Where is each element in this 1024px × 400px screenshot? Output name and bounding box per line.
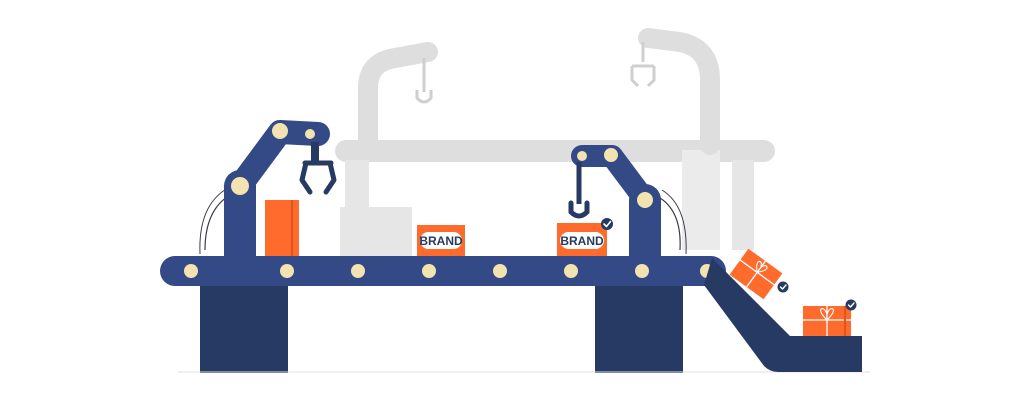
gift-bow — [820, 308, 834, 321]
slide-ramp — [704, 258, 862, 372]
ghost-wrench-icon — [415, 90, 433, 104]
arm-left-joint-tip — [305, 129, 315, 139]
gift-ribbon-v — [746, 260, 766, 288]
wrench-head-icon — [568, 200, 590, 219]
ghost-box — [340, 207, 412, 257]
cable-arc-right-2 — [661, 189, 687, 255]
roller — [635, 264, 649, 278]
ghost-arm-right — [638, 28, 720, 155]
brand-box-2-label: BRAND — [560, 234, 604, 248]
conveyor-support-right — [595, 283, 683, 373]
ghost-claw-icon — [630, 64, 656, 88]
gift-bow — [756, 260, 768, 273]
roller — [422, 264, 436, 278]
background-machinery — [335, 28, 775, 257]
ghost-column — [682, 150, 720, 250]
orange-box-tall — [265, 200, 299, 257]
arm-right-upper — [571, 145, 656, 211]
arm-right-joint-elbow — [604, 148, 618, 162]
roller — [184, 264, 198, 278]
claw-jaw — [299, 160, 337, 195]
cable-arc-left-2 — [199, 187, 229, 255]
arm-left-joint-base — [231, 177, 249, 195]
ghost-table-top — [335, 140, 775, 162]
brand-box-1: BRAND — [417, 225, 465, 257]
roller — [564, 264, 578, 278]
conveyor-rollers — [184, 264, 714, 278]
brand-box-1-label-bg — [420, 232, 462, 249]
roller — [493, 264, 507, 278]
claw-mount — [311, 142, 319, 162]
brand-box-2: BRAND — [557, 218, 613, 257]
conveyor-support-left — [200, 283, 288, 373]
arm-right-joint-tip — [577, 151, 587, 161]
arm-right-joint-base — [637, 192, 653, 208]
roller — [351, 264, 365, 278]
conveyor-belt — [160, 256, 726, 286]
cable-arc-right — [659, 197, 681, 251]
check-badge-icon — [777, 281, 789, 293]
ghost-table-leg-right — [732, 160, 754, 250]
robotic-arm-wrench-icon — [568, 145, 661, 273]
brand-box-1-label: BRAND — [419, 234, 463, 248]
arm-left-upper — [228, 120, 330, 198]
ghost-arm-left — [358, 42, 438, 155]
gift-box-landed — [803, 306, 851, 336]
brand-box-2-label-bg — [560, 232, 604, 249]
roller — [280, 264, 294, 278]
gift-box-sliding — [729, 248, 783, 300]
arm-left-joint-elbow — [272, 123, 288, 139]
check-badge-icon — [601, 218, 613, 230]
check-badge-icon — [845, 299, 857, 311]
robotic-arm-claw-icon — [224, 120, 337, 273]
